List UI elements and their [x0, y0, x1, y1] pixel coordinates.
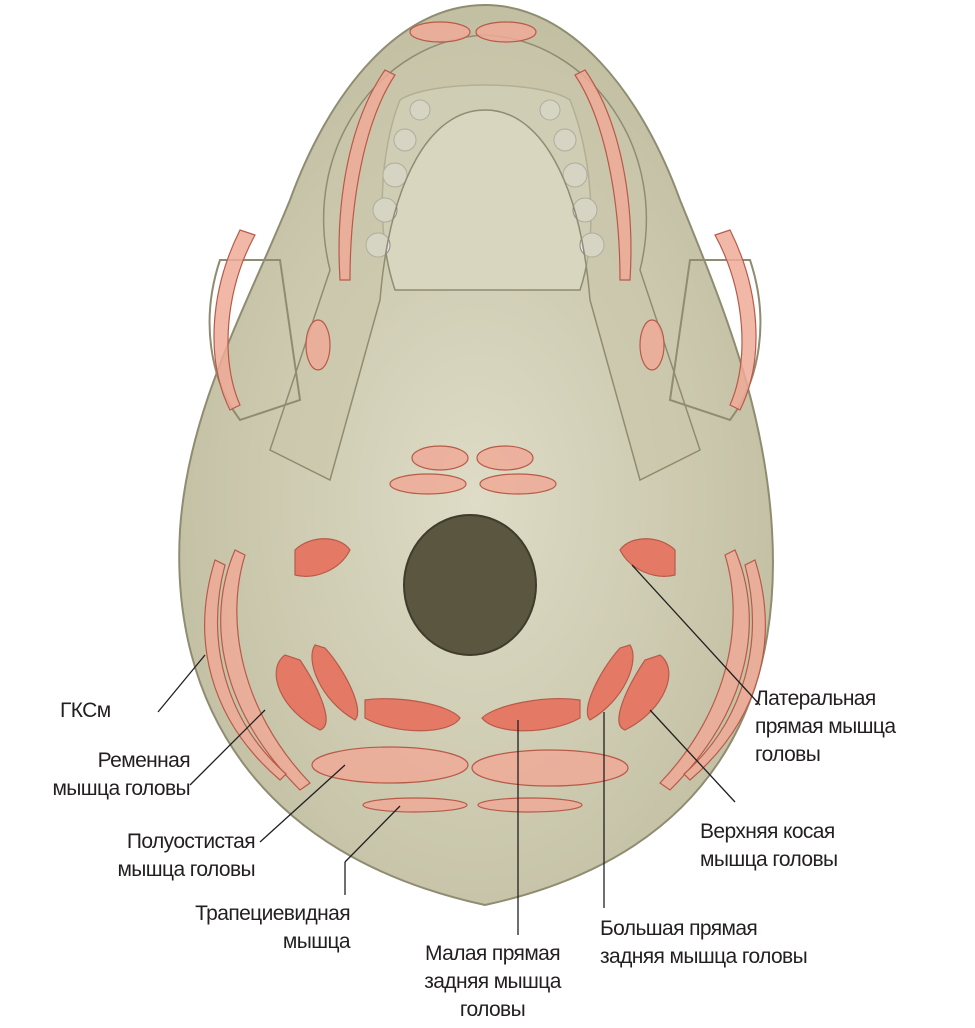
foramen-magnum — [403, 514, 537, 656]
label-rectus-minor: Малая прямая задняя мышца головы — [395, 940, 590, 1024]
label-line: мышца головы — [117, 858, 255, 881]
label-rectus-major: Большая прямая задняя мышца головы — [600, 915, 808, 971]
label-semispinalis: Полуостистая мышца головы — [40, 828, 255, 884]
label-line: мышца — [282, 930, 351, 953]
zygomatic-arch-right — [668, 259, 762, 422]
label-line: задняя мышца — [424, 970, 561, 993]
label-line: Верхняя косая — [700, 820, 835, 843]
label-line: ГКСм — [60, 699, 111, 722]
label-line: головы — [459, 998, 526, 1021]
muscle-attachments — [204, 21, 766, 813]
label-line: головы — [755, 743, 821, 766]
zygomatic-arch-left — [208, 259, 302, 422]
label-line: мышца головы — [700, 848, 838, 871]
label-line: Латеральная — [755, 687, 876, 710]
label-rectus-lateralis: Латеральная прямая мышца головы — [755, 685, 896, 769]
label-obliquus-superior: Верхняя косая мышца головы — [700, 818, 838, 874]
label-line: Большая прямая — [600, 917, 758, 940]
label-splenius: Ременная мышца головы — [0, 747, 190, 803]
label-trapezius: Трапециевидная мышца — [100, 900, 350, 956]
label-line: мышца головы — [52, 777, 190, 800]
mandible — [269, 34, 701, 482]
label-line: Полуостистая — [126, 830, 256, 853]
label-line: прямая мышца — [755, 715, 896, 738]
label-line: задняя мышца головы — [600, 945, 808, 968]
label-gksm: ГКСм — [60, 697, 111, 725]
label-line: Малая прямая — [424, 942, 561, 965]
leader-lines — [157, 564, 761, 935]
label-line: Трапециевидная — [195, 902, 350, 925]
label-line: Ременная — [97, 749, 191, 772]
